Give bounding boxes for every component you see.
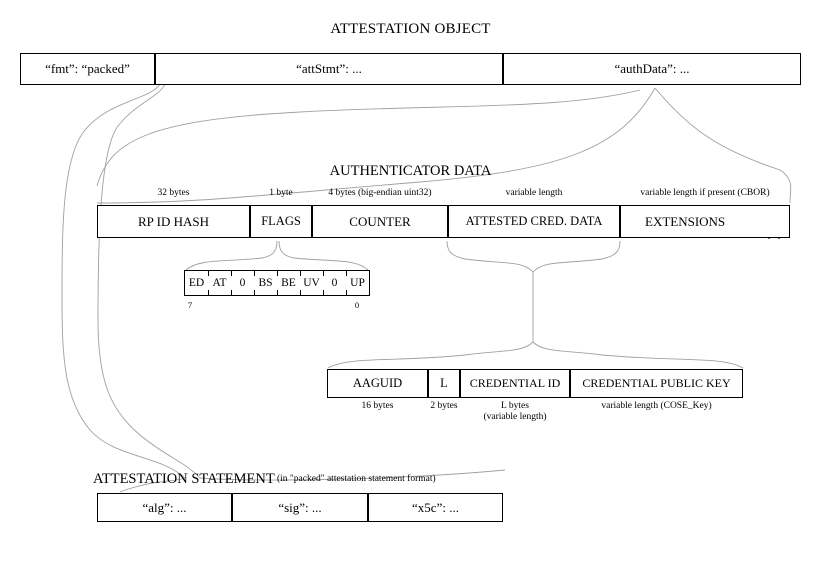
field-alg[interactable]: “alg”: ... <box>97 493 232 522</box>
field-credential-public-key-label: CREDENTIAL PUBLIC KEY <box>582 376 731 390</box>
field-attested-cred-data[interactable]: ATTESTED CRED. DATA <box>448 205 620 238</box>
field-rp-id-hash[interactable]: RP ID HASH <box>97 205 250 238</box>
connector-acd-expand-left <box>327 341 534 369</box>
size-label-extensions: variable length if present (CBOR) <box>640 188 770 198</box>
flag-bit-rfu2-label: 0 <box>239 277 246 289</box>
field-sig[interactable]: “sig”: ... <box>232 493 368 522</box>
field-flags[interactable]: FLAGS <box>250 205 312 238</box>
connector-attstmt-tail2 <box>199 469 506 481</box>
connector-flags-left <box>185 240 278 271</box>
diagram-title: ATTESTATION OBJECT <box>330 21 491 37</box>
field-fmt[interactable]: “fmt”: “packed” <box>20 53 155 85</box>
flag-bit-ed[interactable]: ED <box>185 271 208 295</box>
field-extensions[interactable]: EXTENSIONS <box>620 205 790 238</box>
field-aaguid-label: AAGUID <box>352 376 403 390</box>
size-label-rpidhash: 32 bytes <box>157 188 190 198</box>
flag-bit-up-label: UP <box>350 277 365 289</box>
size-label-attestedcreddata: variable length <box>505 188 563 198</box>
flags-msb-index: 7 <box>187 300 193 310</box>
field-attested-cred-data-label: ATTESTED CRED. DATA <box>465 214 603 228</box>
attestation-statement-subtitle: (in "packed" attestation statement forma… <box>277 474 436 484</box>
size-label-credential-id-line2: (variable length) <box>483 412 547 422</box>
connector-authdata-right <box>654 87 792 204</box>
field-rp-id-hash-label: RP ID HASH <box>137 213 210 229</box>
flag-bit-be[interactable]: BE <box>277 271 300 295</box>
flag-bit-rfu2[interactable]: 0 <box>231 271 254 295</box>
connector-authdata-inner <box>96 89 641 187</box>
field-credential-id-label: CREDENTIAL ID <box>469 376 561 390</box>
field-alg-label: “alg”: ... <box>142 499 187 515</box>
flag-bit-bs[interactable]: BS <box>254 271 277 295</box>
flags-bit-row[interactable]: ED AT 0 BS BE UV 0 UP <box>184 270 370 296</box>
flag-bit-uv[interactable]: UV <box>300 271 323 295</box>
field-counter-label: COUNTER <box>349 213 411 229</box>
flag-bit-ed-label: ED <box>188 277 205 289</box>
attestation-statement-title: ATTESTATION STATEMENT <box>93 471 275 487</box>
field-l-label: L <box>440 376 448 390</box>
connector-acd-right <box>532 240 621 273</box>
field-extensions-label: EXTENSIONS <box>645 213 726 229</box>
flag-bit-bs-label: BS <box>258 277 273 289</box>
connector-attstmt-inner <box>97 83 201 479</box>
flag-bit-at-label: AT <box>212 277 227 289</box>
connector-flags-right <box>278 240 369 271</box>
field-counter[interactable]: COUNTER <box>312 205 448 238</box>
authenticator-data-title: AUTHENTICATOR DATA <box>329 163 492 179</box>
field-l[interactable]: L <box>428 369 460 398</box>
flags-lsb-index: 0 <box>354 300 360 310</box>
field-authdata-label: “authData”: ... <box>614 61 690 76</box>
field-credential-public-key[interactable]: CREDENTIAL PUBLIC KEY <box>570 369 743 398</box>
connector-acd-expand-right <box>532 341 744 369</box>
size-label-flags: 1 byte <box>269 188 293 198</box>
flag-bit-up[interactable]: UP <box>346 271 369 295</box>
field-sig-label: “sig”: ... <box>278 499 322 515</box>
flag-bit-uv-label: UV <box>303 277 320 289</box>
flag-bit-be-label: BE <box>281 277 296 289</box>
flag-bit-at[interactable]: AT <box>208 271 231 295</box>
size-label-counter: 4 bytes (big-endian uint32) <box>328 188 432 198</box>
field-credential-id[interactable]: CREDENTIAL ID <box>460 369 570 398</box>
flag-bit-rfu1-label: 0 <box>331 277 338 289</box>
connector-authdata <box>96 87 656 204</box>
field-authdata[interactable]: “authData”: ... <box>503 53 801 85</box>
size-label-aaguid: 16 bytes <box>361 401 394 411</box>
size-label-credential-id: L bytes (variable length) <box>460 401 570 423</box>
connector-acd-left <box>446 240 534 273</box>
field-attstmt-label: “attStmt”: ... <box>296 61 362 76</box>
flag-bit-rfu1[interactable]: 0 <box>323 271 346 295</box>
field-flags-label: FLAGS <box>261 214 301 228</box>
connector-attstmt-outer <box>61 83 186 479</box>
connector-attstmt-tail <box>119 477 186 493</box>
size-label-l: 2 bytes <box>430 401 458 411</box>
size-label-credential-public-key: variable length (COSE_Key) <box>601 401 712 411</box>
field-aaguid[interactable]: AAGUID <box>327 369 428 398</box>
field-x5c-label: “x5c”: ... <box>412 499 459 515</box>
size-label-credential-id-line1: L bytes <box>501 401 529 411</box>
field-fmt-label: “fmt”: “packed” <box>45 61 130 76</box>
field-x5c[interactable]: “x5c”: ... <box>368 493 503 522</box>
field-attstmt[interactable]: “attStmt”: ... <box>155 53 503 85</box>
